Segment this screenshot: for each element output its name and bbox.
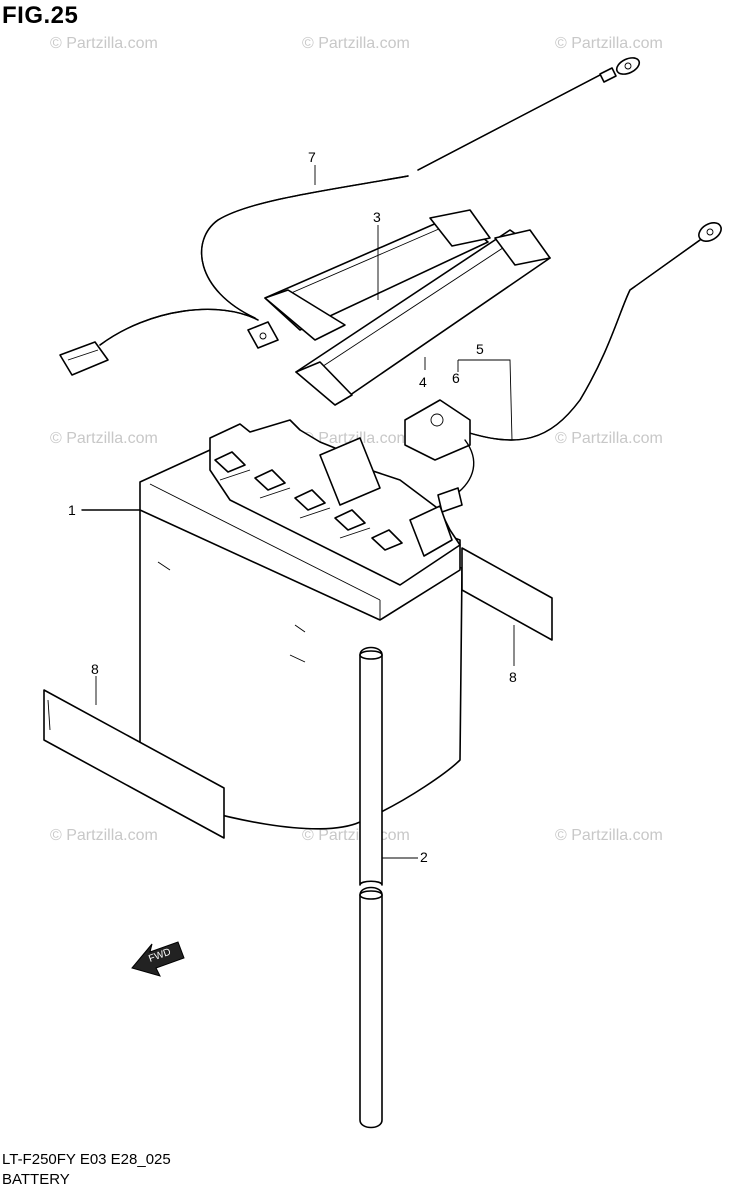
callout-leaders [81,165,515,859]
part-7-cable[interactable] [59,55,642,376]
callout-labels: 1 2 3 4 5 6 7 8 8 [68,149,517,865]
watermark-text: © Partzilla.com [50,430,158,447]
callout-label: 6 [452,370,460,386]
watermark-text: © Partzilla.com [555,827,663,844]
section-name: BATTERY [2,1171,70,1188]
watermark-text: © Partzilla.com [302,827,410,844]
callout-label: 4 [419,374,427,390]
watermarks: © Partzilla.com © Partzilla.com © Partzi… [50,35,663,844]
part-5-6-positive-cable[interactable] [404,219,724,513]
callout-label: 5 [476,341,484,357]
watermark-text: © Partzilla.com [50,827,158,844]
watermark-text: © Partzilla.com [555,430,663,447]
model-code: LT-F250FY E03 E28_025 [2,1151,171,1168]
part-8-cushion-right[interactable] [461,547,553,641]
callout-label: 8 [91,661,99,677]
part-1-battery[interactable] [139,419,463,830]
connector-icon [59,341,109,376]
callout-label: 2 [420,849,428,865]
watermark-text: © Partzilla.com [555,35,663,52]
terminal-cover-icon [404,399,471,461]
watermark-text: © Partzilla.com [302,35,410,52]
figure-title: FIG.25 [2,2,79,29]
part-8-cushion-left[interactable] [43,689,225,839]
fwd-direction-marker: FWD [131,941,185,977]
figure-footer: LT-F250FY E03 E28_025 BATTERY [2,1150,171,1190]
callout-label: 7 [308,149,316,165]
ring-terminal-icon [698,222,722,242]
ring-terminal-icon [615,57,641,75]
fwd-arrow-icon [131,941,185,977]
watermark-text: © Partzilla.com [50,35,158,52]
part-3-strap[interactable] [264,209,491,341]
watermark-text: © Partzilla.com [302,430,410,447]
part-2-breather-hose[interactable] [359,646,383,1129]
callout-label: 8 [509,669,517,685]
callout-label: 1 [68,502,76,518]
callout-label: 3 [373,209,381,225]
part-4-strap[interactable] [295,229,551,406]
